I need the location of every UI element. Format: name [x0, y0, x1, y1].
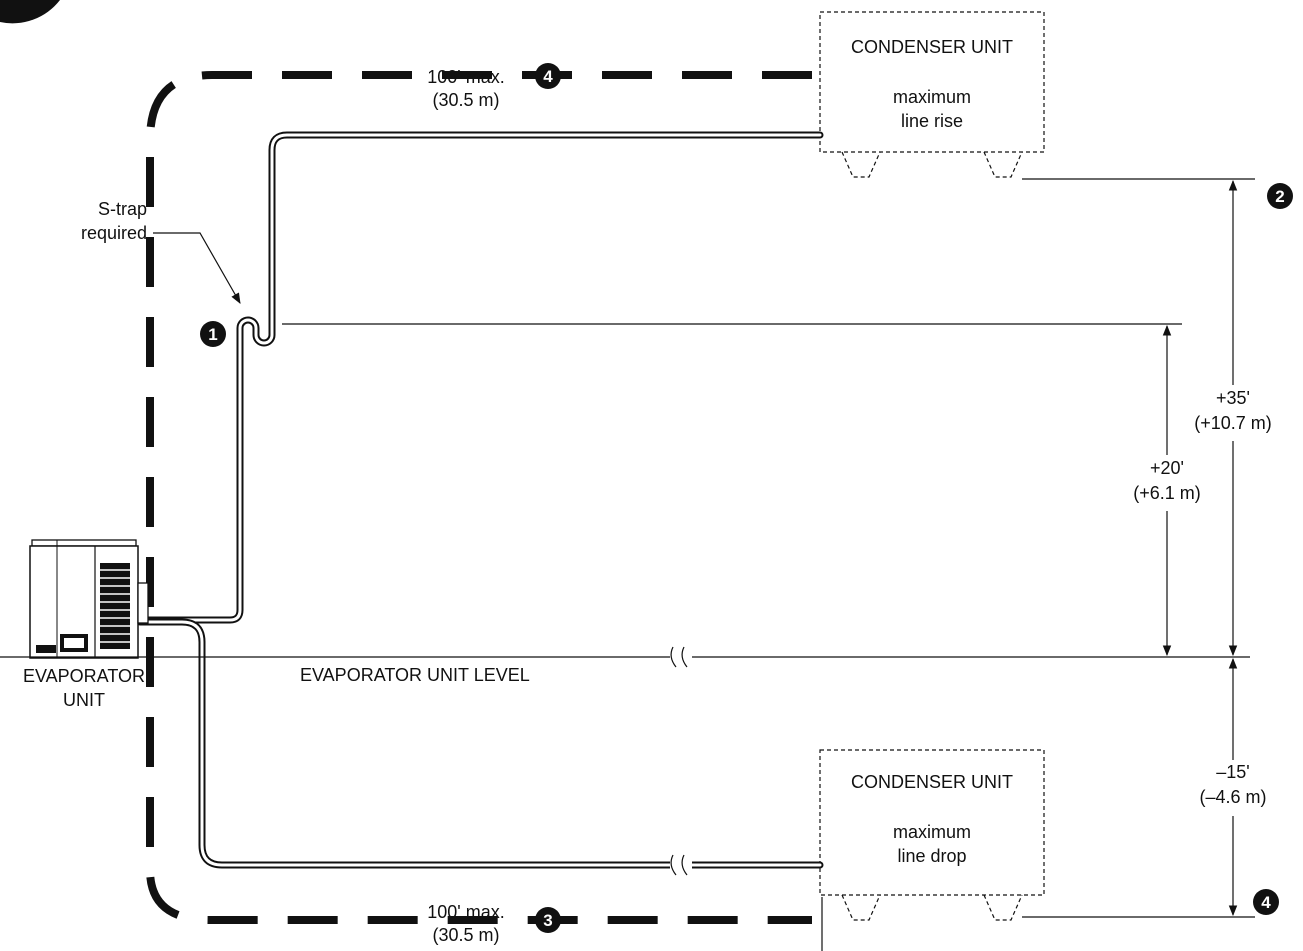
marker-4-top-text: 4: [543, 67, 553, 86]
distance-top-line2: (30.5 m): [432, 90, 499, 110]
break-symbol-level: [670, 646, 688, 668]
marker-4-bottom-text: 4: [1261, 893, 1271, 912]
condenser-unit-top: CONDENSER UNIT maximum line rise: [819, 11, 1045, 178]
strap-label-line1: S-trap: [98, 199, 147, 219]
drop-line1: –15': [1216, 762, 1249, 782]
strap-leader: [153, 232, 241, 304]
distance-bottom-line1: 100' max.: [427, 902, 504, 922]
marker-1: [200, 321, 226, 347]
line-set-rise: [136, 131, 824, 624]
distance-top-line1: 100' max.: [427, 67, 504, 87]
evaporator-level-label: EVAPORATOR UNIT LEVEL: [300, 665, 530, 685]
condenser-top-title: CONDENSER UNIT: [851, 37, 1013, 57]
break-symbol-bottom: [670, 854, 688, 876]
distance-bottom-label: 100' max. (30.5 m) 3: [427, 902, 561, 945]
evaporator-label-line1: EVAPORATOR: [23, 666, 145, 686]
condenser-top-line2: line rise: [901, 111, 963, 131]
condenser-bottom-line1: maximum: [893, 822, 971, 842]
marker-2-text: 2: [1275, 187, 1284, 206]
evaporator-unit: [29, 539, 149, 659]
drop-line2: (–4.6 m): [1199, 787, 1266, 807]
strap-label-line2: required: [81, 223, 147, 243]
condenser-bottom-title: CONDENSER UNIT: [851, 772, 1013, 792]
rise-trap-line1: +20': [1150, 458, 1184, 478]
condenser-top-line1: maximum: [893, 87, 971, 107]
distance-top-label: 100' max. (30.5 m) 4: [427, 63, 561, 110]
max-length-boundary: [146, 71, 812, 924]
condenser-unit-bottom: CONDENSER UNIT maximum line drop: [819, 749, 1045, 921]
rise-trap-line2: (+6.1 m): [1133, 483, 1201, 503]
marker-4-bottom: [1253, 889, 1279, 915]
rise-total-line1: +35': [1216, 388, 1250, 408]
marker-4-top: [535, 63, 561, 89]
evaporator-label-line2: UNIT: [63, 690, 105, 710]
distance-bottom-line2: (30.5 m): [432, 925, 499, 945]
rise-total-line2: (+10.7 m): [1194, 413, 1272, 433]
marker-1-text: 1: [208, 325, 217, 344]
condenser-bottom-line2: line drop: [897, 846, 966, 866]
marker-3-text: 3: [543, 911, 552, 930]
marker-3: [535, 907, 561, 933]
marker-2: [1267, 183, 1293, 209]
corner-badge: [0, 0, 60, 24]
line-set-drop: [136, 618, 824, 869]
